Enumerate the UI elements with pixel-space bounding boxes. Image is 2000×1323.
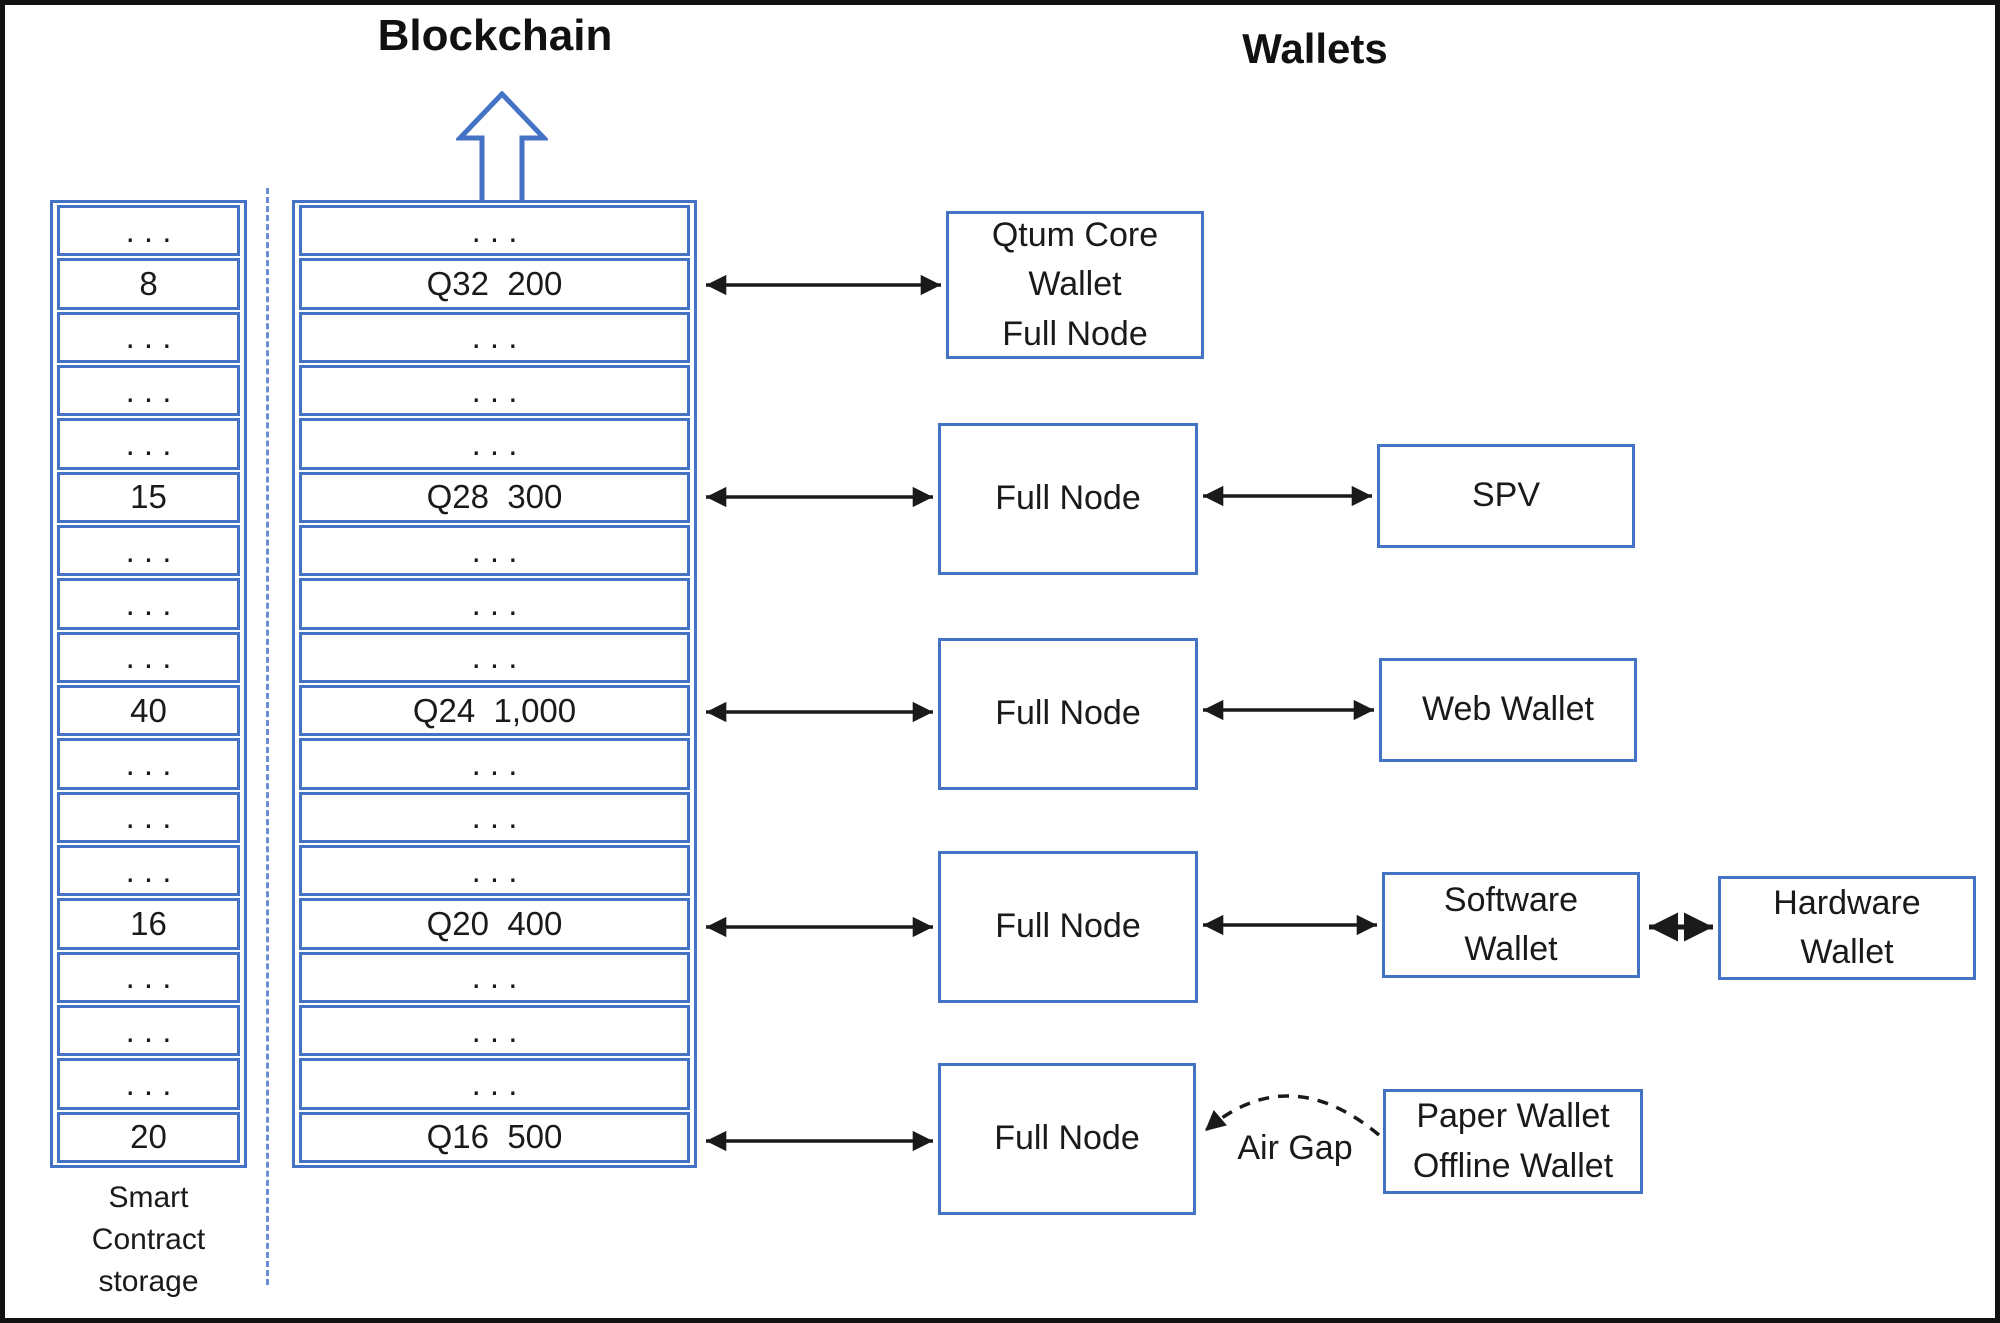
smart-contract-cell: 20 (57, 1111, 240, 1163)
blockchain-title: Blockchain (377, 11, 613, 60)
blockchain-cell: Q16 500 (299, 1111, 690, 1163)
blockchain-cell: Q20 400 (299, 898, 690, 950)
hardware-wallet-box: Hardware Wallet (1718, 876, 1976, 980)
blockchain-cell: . . . (299, 524, 690, 577)
blockchain-column: . . .Q32 200. . .. . .. . .Q28 300. . ..… (292, 200, 697, 1168)
smart-contract-cell: . . . (57, 738, 240, 790)
full-node-box-paper: Full Node (938, 1063, 1196, 1215)
smart-contract-storage-column: . . .8. . .. . .. . .15. . .. . .. . .40… (50, 200, 247, 1168)
blockchain-cell: . . . (299, 364, 690, 417)
smart-contract-cell: 16 (57, 898, 240, 950)
smart-contract-cell: 40 (57, 684, 240, 737)
smart-contract-cell: . . . (57, 951, 240, 1003)
smart-contract-cell: . . . (57, 791, 240, 843)
blockchain-cell: . . . (299, 578, 690, 630)
web-wallet-box: Web Wallet (1379, 658, 1637, 762)
blockchain-cell: . . . (299, 311, 690, 363)
column-divider-dashed-line (266, 188, 269, 1285)
air-gap-label: Air Gap (1237, 1129, 1353, 1167)
smart-contract-cell: . . . (57, 1004, 240, 1057)
blockchain-cell: . . . (299, 205, 690, 257)
smart-contract-cell: . . . (57, 205, 240, 257)
smart-contract-cell: . . . (57, 524, 240, 577)
qtum-core-wallet-box: Qtum Core Wallet Full Node (946, 211, 1204, 359)
blockchain-cell: . . . (299, 631, 690, 683)
wallets-title: Wallets (1242, 25, 1388, 72)
smart-contract-cell: . . . (57, 311, 240, 363)
blockchain-cell: . . . (299, 844, 690, 897)
blockchain-cell: . . . (299, 418, 690, 470)
smart-contract-cell: 8 (57, 258, 240, 310)
blockchain-cell: . . . (299, 951, 690, 1003)
blockchain-cell: . . . (299, 791, 690, 843)
smart-contract-cell: . . . (57, 578, 240, 630)
smart-contract-cell: . . . (57, 1058, 240, 1110)
smart-contract-cell: . . . (57, 631, 240, 683)
smart-contract-storage-caption: Smart Contract storage (91, 1181, 206, 1298)
full-node-box-spv: Full Node (938, 423, 1198, 575)
blockchain-cell: . . . (299, 1058, 690, 1110)
blockchain-cell: . . . (299, 1004, 690, 1057)
up-arrow-icon (456, 91, 548, 206)
smart-contract-cell: . . . (57, 844, 240, 897)
blockchain-cell: Q24 1,000 (299, 684, 690, 737)
paper-wallet-box: Paper Wallet Offline Wallet (1383, 1089, 1643, 1194)
blockchain-cell: Q28 300 (299, 471, 690, 523)
software-wallet-box: Software Wallet (1382, 872, 1640, 978)
full-node-box-web: Full Node (938, 638, 1198, 790)
smart-contract-cell: . . . (57, 364, 240, 417)
spv-box: SPV (1377, 444, 1635, 548)
smart-contract-cell: . . . (57, 418, 240, 470)
smart-contract-cell: 15 (57, 471, 240, 523)
blockchain-cell: . . . (299, 738, 690, 790)
blockchain-cell: Q32 200 (299, 258, 690, 310)
full-node-box-software: Full Node (938, 851, 1198, 1003)
